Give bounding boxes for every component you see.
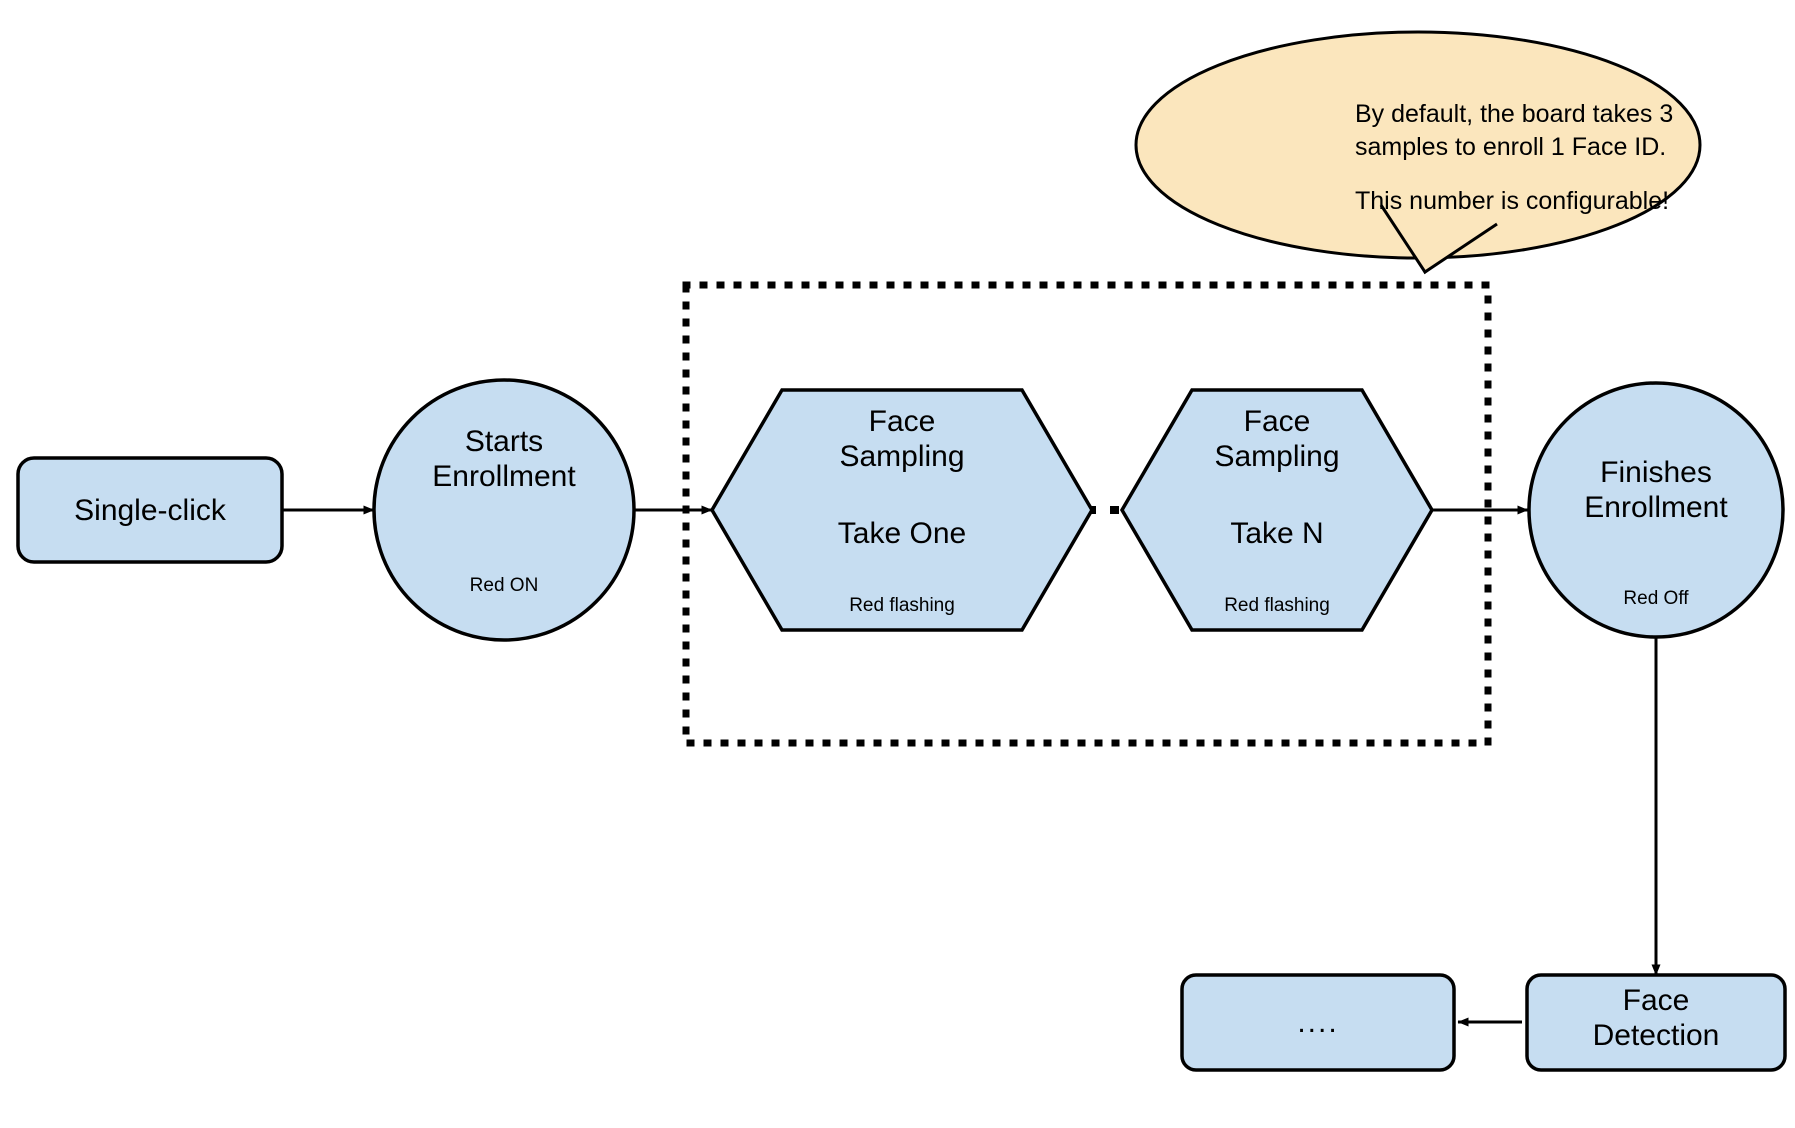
node-face-detection[interactable] xyxy=(1525,973,1787,1072)
node-single-click[interactable] xyxy=(16,456,284,564)
node-face-sampling-take-n[interactable] xyxy=(1119,388,1435,632)
node-finishes-enrollment[interactable] xyxy=(1527,381,1785,639)
callout-tail-overlap-fix xyxy=(1382,212,1492,272)
node-starts-enrollment[interactable] xyxy=(372,378,636,642)
node-ellipsis-next[interactable] xyxy=(1180,973,1456,1072)
node-face-sampling-take-one[interactable] xyxy=(709,388,1095,632)
callout-tail-outline xyxy=(1379,204,1498,275)
